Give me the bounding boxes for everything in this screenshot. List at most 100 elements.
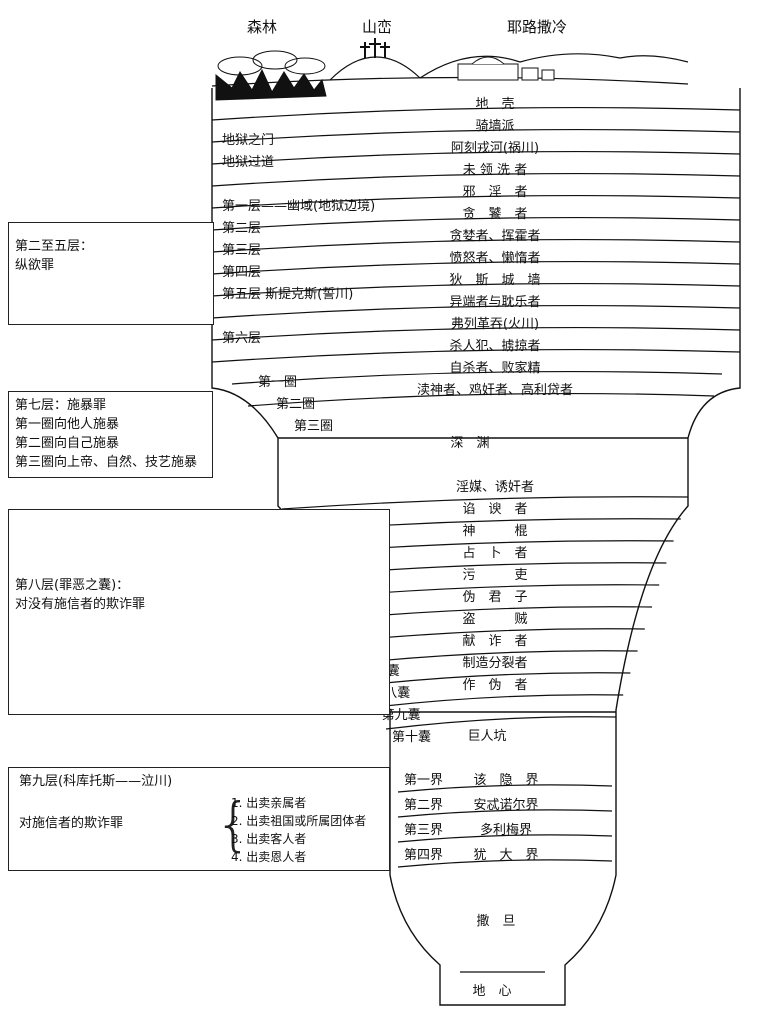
treachery-box: 第九层(科库托斯——泣川) 对施信者的欺诈罪 { 1. 出卖亲属者 2. 出卖祖… [8,767,390,871]
bolgia-center-label: 污 吏 [462,567,527,583]
band-line [231,370,723,385]
forest-drawing [215,50,327,101]
band-left-label: 第三圈 [294,419,333,434]
band-center-label: 异端者与耽乐者 [449,295,540,310]
bolgia-center-label: 谄 谀 者 [462,502,527,517]
band-line [211,106,741,121]
band-center-label: 渎神者、鸡奸者、高利贷者 [417,382,573,398]
bolgia-left-label: 第九囊 [382,707,421,723]
treachery-item-2: 2. 出卖祖国或所属团体者 [231,814,367,828]
bolgia-center-label: 淫媒、诱奸者 [456,480,534,495]
band-center-label: 杀人犯、掳掠者 [449,339,540,354]
label-forest: 森林 [247,18,277,36]
fraud-line-1: 第八层(罪恶之囊)： [15,578,130,593]
band-left-label: 第一层——幽域(地狱边境) [222,199,375,214]
band-center-label: 愤怒者、懒惰者 [449,251,540,266]
ring-line [397,784,613,793]
ring-center-label: 安忒诺尔界 [473,798,538,813]
band-line [211,150,741,165]
band-left-label: 第一圈 [258,375,297,390]
violence-line-1: 第七层：施暴罪 [15,398,107,413]
treachery-item-1: 1. 出卖亲属者 [231,796,307,810]
giants-label: 巨人坑 [467,729,506,744]
lust-line-1: 第二至五层： [15,239,94,254]
band-line [247,392,715,407]
band-left-label: 第三层 [222,243,261,258]
treachery-items: 1. 出卖亲属者 2. 出卖祖国或所属团体者 3. 出卖客人者 4. 出卖恩人者 [231,794,366,866]
ring-line [397,834,613,843]
violence-line-3: 第二圈向自己施暴 [15,436,120,451]
band-center-label: 邪 淫 者 [462,185,527,200]
fraud-line-2: 对没有施信者的欺诈罪 [15,597,146,612]
abyss-label: 深 渊 [450,436,489,451]
bolgia-center-label: 伪 君 子 [462,590,527,605]
fraud-box: 第八层(罪恶之囊)： 对没有施信者的欺诈罪 [8,509,390,715]
mountain-outline [329,56,421,81]
band-center-label: 贪 饕 者 [462,207,527,222]
treachery-item-4: 4. 出卖恩人者 [231,850,307,864]
treachery-title: 第九层(科库托斯——泣川) [19,774,173,789]
band-line [211,216,741,231]
band-line [211,348,741,363]
violence-line-2: 第一圈向他人施暴 [15,417,120,432]
band-center-label: 地 壳 [475,97,514,112]
ring-line [397,859,613,868]
ring-left-label: 第二界 [404,798,443,813]
bolgia-center-label: 神 棍 [462,524,527,539]
band-center-label: 未 领 洗 者 [463,163,527,178]
band-line [211,282,741,297]
band-left-label: 地狱之门 [222,133,274,148]
violence-box: 第七层：施暴罪 第一圈向他人施暴 第二圈向自己施暴 第三圈向上帝、自然、技艺施暴 [8,391,213,478]
treachery-item-3: 3. 出卖客人者 [231,832,307,846]
band-center-label: 自杀者、败家精 [449,360,540,376]
bolgia-center-label: 占 卜 者 [462,546,527,561]
bolgia-center-label: 盗 贼 [462,611,527,627]
ring-center-label: 犹 大 界 [473,848,538,863]
band-line [211,194,741,209]
band-line [211,128,741,143]
label-jerusalem: 耶路撒冷 [507,18,567,36]
band-center-label: 狄 斯 城 墙 [449,273,540,288]
band-center-label: 阿刻戎河(祸川) [451,141,539,156]
label-mountain: 山峦 [362,18,392,36]
violence-line-4: 第三圈向上帝、自然、技艺施暴 [15,455,198,470]
ring-center-label: 该 隐 界 [473,773,538,788]
bolgia-line [375,694,624,708]
band-center-label: 骑墙派 [475,119,514,134]
treachery-subtitle: 对施信者的欺诈罪 [19,816,124,831]
ring-left-label: 第四界 [404,848,443,863]
band-left-label: 第二层 [222,221,261,236]
satan-label: 撒 旦 [476,913,515,929]
band-left-label: 第二圈 [276,397,315,412]
lust-box: 第二至五层： 纵欲罪 [8,222,214,325]
bolgia-left-label: 第十囊 [392,729,431,745]
band-center-label: 弗列革吞(火川) [451,317,539,332]
hills-outline [419,53,689,79]
band-line [211,326,741,341]
bolgia-line [365,672,631,686]
bolgia-center-label: 作 伪 者 [462,678,527,693]
ring-left-label: 第一界 [404,773,443,788]
core-label: 地 心 [472,984,511,999]
bolgia-center-label: 制造分裂者 [462,656,527,671]
band-line [211,172,741,187]
bolgia-line [354,650,638,664]
bolgia-center-label: 献 诈 者 [462,634,527,649]
ring-line [397,809,613,818]
bolgia-line [281,496,689,510]
band-line [211,304,741,319]
bolgia-line [385,716,617,730]
crosses-icon [360,38,390,58]
treachery-brace: { [215,790,252,858]
band-left-label: 第五层 斯提克斯(誓川) [222,286,353,302]
band-left-label: 第四层 [222,265,261,280]
band-center-label: 贪婪者、挥霍者 [449,229,540,244]
band-line [211,238,741,253]
ring-center-label: 多利梅界 [480,822,532,838]
band-left-label: 第六层 [222,331,261,346]
city-drawing [457,56,555,81]
ground-line [211,76,689,87]
